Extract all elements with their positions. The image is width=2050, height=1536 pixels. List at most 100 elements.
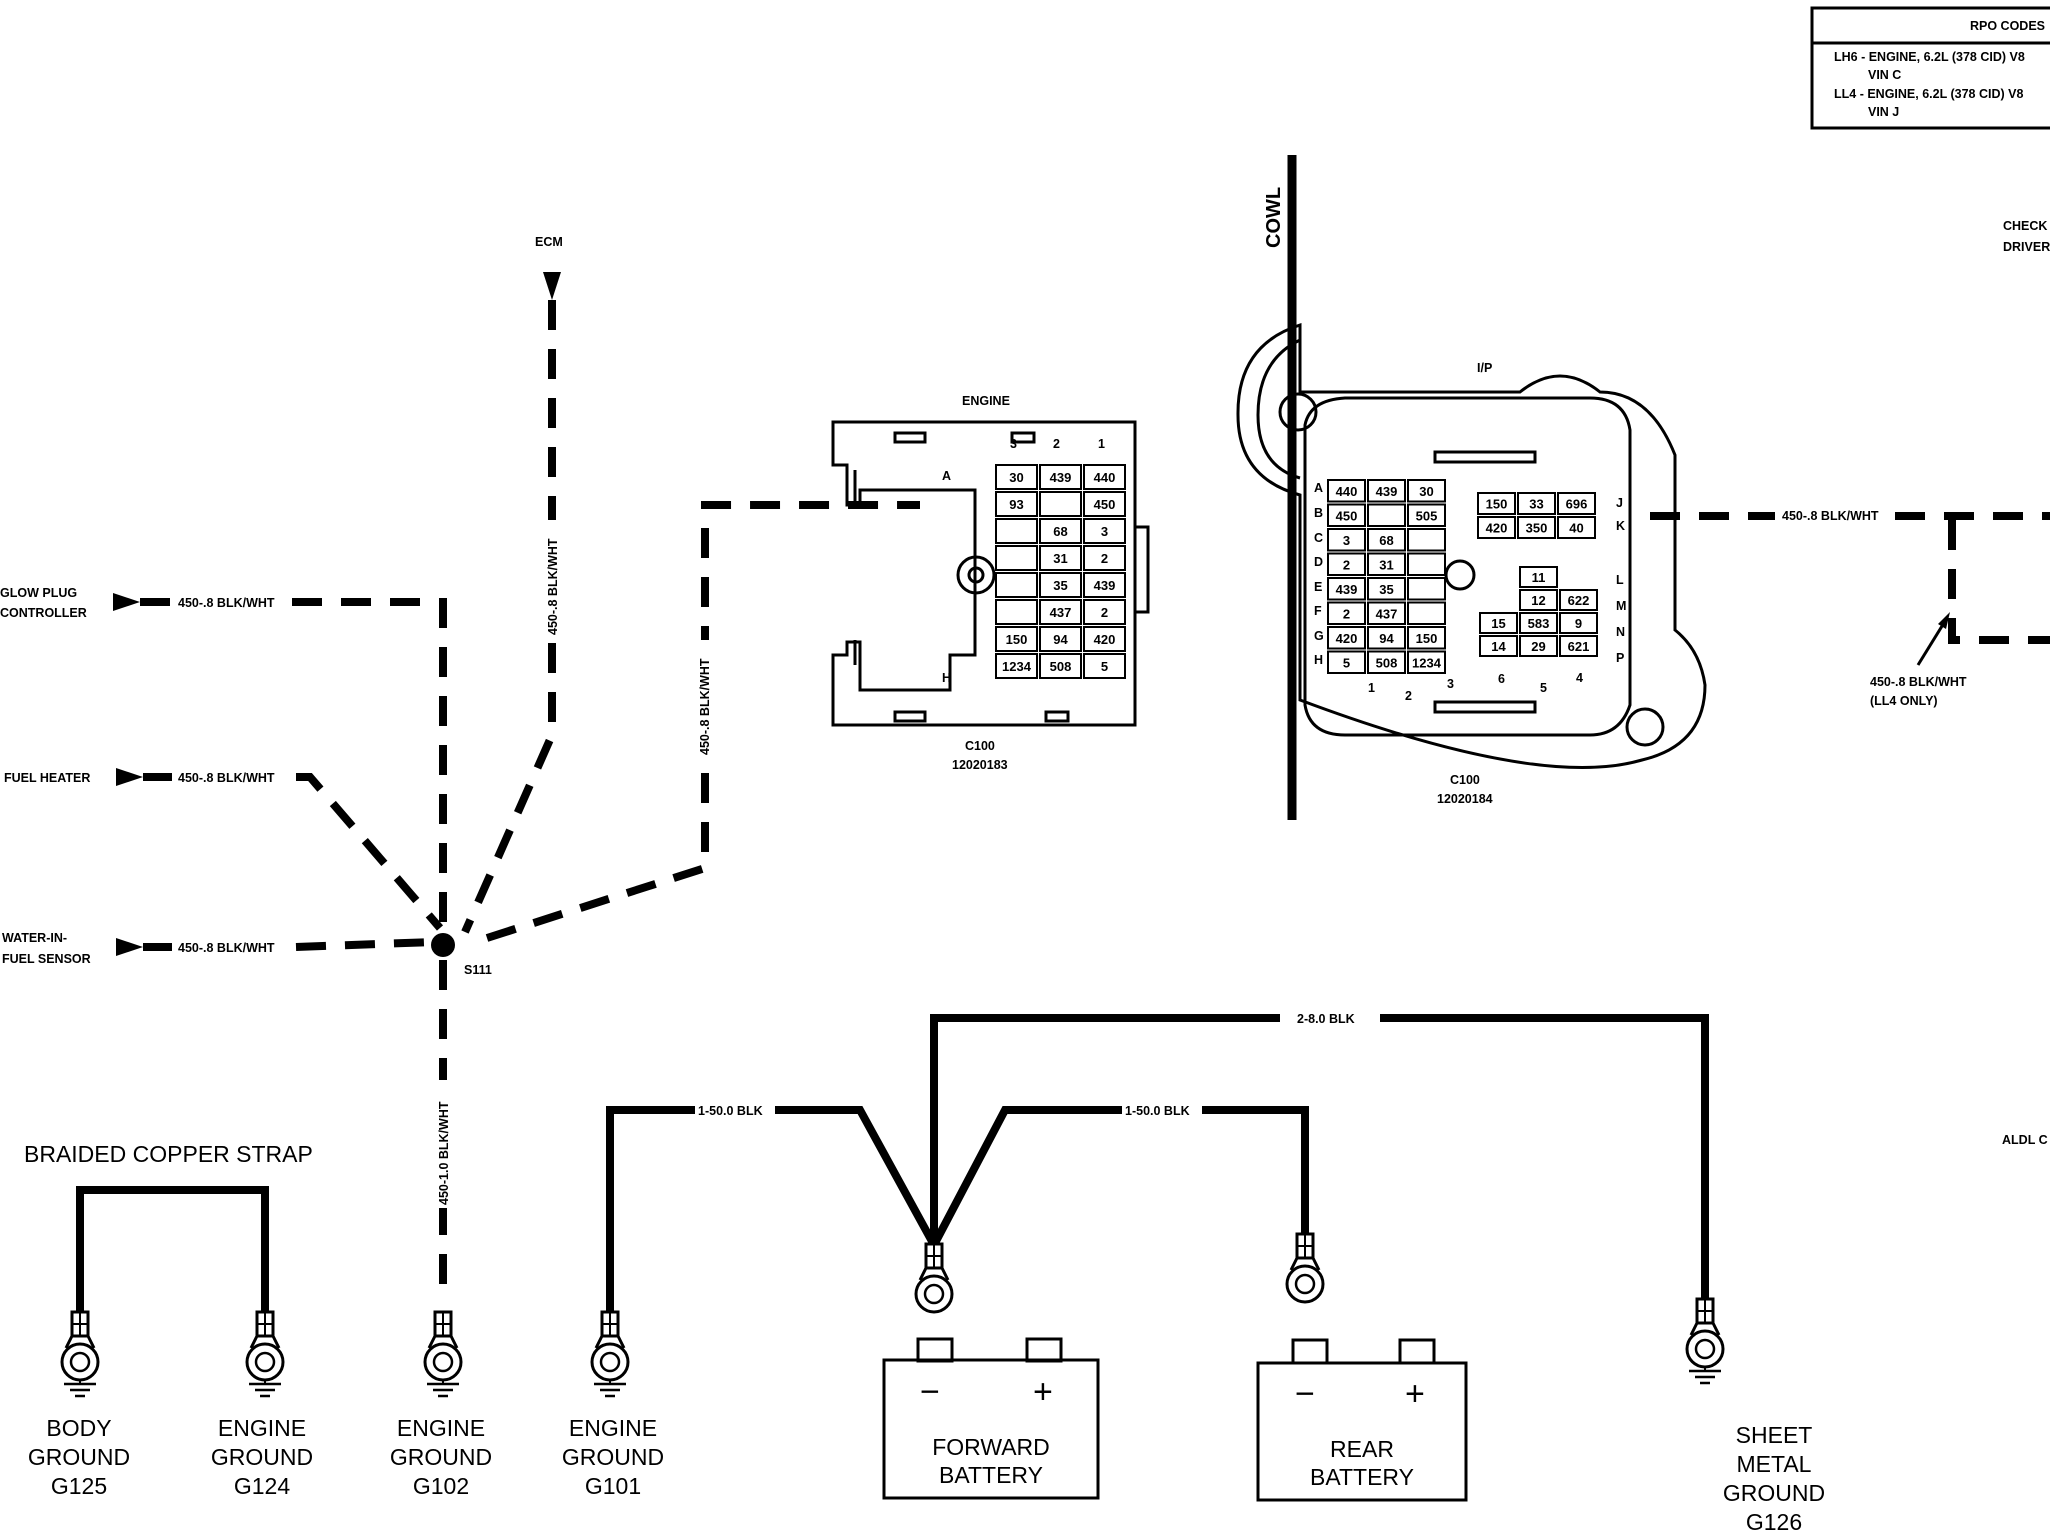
forward-plus-icon: + <box>1033 1373 1053 1411</box>
ip-cavity <box>1327 552 1366 576</box>
ip-cavity-label: 14 <box>1491 639 1506 654</box>
rpo-row2-line1: LL4 - ENGINE, 6.2L (378 CID) V8 <box>1834 87 2023 101</box>
ip-cavity <box>1519 635 1558 657</box>
ip-col-label: 2 <box>1405 689 1412 703</box>
ip-cavity-label: 33 <box>1529 497 1543 512</box>
ip-cavity-label: 583 <box>1528 616 1550 631</box>
ip-cavity-label: 3 <box>1343 533 1350 548</box>
ip-cavity-label: 29 <box>1531 639 1545 654</box>
wire-label-water: 450-.8 BLK/WHT <box>178 941 275 955</box>
aldl-label: ALDL C <box>2002 1133 2048 1147</box>
ip-cavity-label: 437 <box>1376 606 1398 621</box>
ip-row-label: F <box>1314 604 1322 618</box>
wire-label-ecm: 450-.8 BLK/WHT <box>546 538 560 635</box>
ip-cavity <box>1559 612 1598 634</box>
engine-col-2: 2 <box>1053 437 1060 451</box>
ip-connector-title: I/P <box>1477 361 1492 375</box>
engine-cavity-label: 2 <box>1101 551 1108 566</box>
ip-col-label: 1 <box>1368 681 1375 695</box>
engine-cavity <box>995 599 1038 625</box>
ip-cavity <box>1327 650 1366 674</box>
ip-cavity-label: 68 <box>1379 533 1393 548</box>
ip-cavity <box>1327 626 1366 650</box>
engine-cavity <box>1083 545 1126 571</box>
ground-terminal-icon <box>60 1310 100 1398</box>
cowl-label: COWL <box>1263 187 1285 248</box>
ground-g125-line2: GROUND <box>28 1444 130 1470</box>
wire-label-c100: 450-.8 BLK/WHT <box>698 658 712 755</box>
cable-label-mid: 1-50.0 BLK <box>1125 1104 1190 1118</box>
check-label-1: CHECK <box>2003 219 2047 233</box>
rpo-row2-line2: VIN J <box>1868 105 1899 119</box>
forward-battery-label-1: FORWARD <box>932 1434 1050 1460</box>
ip-cavity <box>1327 601 1366 625</box>
ip-cavity <box>1519 566 1558 588</box>
engine-connector-part: 12020183 <box>952 758 1008 772</box>
engine-cavity <box>1039 464 1082 490</box>
splice-s111-dot <box>431 933 455 957</box>
ip-cavity-label: 2 <box>1343 606 1350 621</box>
engine-cavity <box>995 518 1038 544</box>
ll4-label-1: 450-.8 BLK/WHT <box>1870 675 1967 689</box>
engine-col-1: 1 <box>1098 437 1105 451</box>
rpo-title: RPO CODES <box>1970 19 2045 33</box>
ip-cavity-label: 40 <box>1569 521 1583 536</box>
cable-label-left: 1-50.0 BLK <box>698 1104 763 1118</box>
engine-cavity <box>1039 518 1082 544</box>
ip-cavity-label: 621 <box>1568 639 1590 654</box>
ip-cavity-label: 150 <box>1486 497 1508 512</box>
engine-cavity-label: 420 <box>1094 632 1116 647</box>
ip-row-label: G <box>1314 629 1324 643</box>
splice-wires <box>140 300 2050 1300</box>
engine-cavity-label: 3 <box>1101 524 1108 539</box>
ground-g125-line1: BODY <box>46 1415 111 1441</box>
ip-cavity-label: 439 <box>1336 582 1358 597</box>
ip-cavity <box>1367 577 1406 601</box>
ip-cavity <box>1407 601 1446 625</box>
ground-terminal-icon <box>245 1310 285 1398</box>
ground-g124-line1: ENGINE <box>218 1415 306 1441</box>
engine-cavity-label: 508 <box>1050 659 1072 674</box>
ip-cavity-label: 9 <box>1575 616 1582 631</box>
ip-row-label: L <box>1616 573 1624 587</box>
engine-cavity <box>1083 626 1126 652</box>
rear-battery-label-1: REAR <box>1330 1436 1394 1462</box>
ground-terminal-icon <box>590 1310 630 1398</box>
battery-cables <box>76 1014 1709 1318</box>
engine-cavity-label: 30 <box>1009 470 1023 485</box>
engine-cavity <box>1083 599 1126 625</box>
ip-col-label: 6 <box>1498 672 1505 686</box>
ecm-label: ECM <box>535 235 563 249</box>
ip-cavity <box>1407 626 1446 650</box>
ip-cavity <box>1557 516 1596 539</box>
engine-connector-name: C100 <box>965 739 995 753</box>
cable-label-top: 2-8.0 BLK <box>1297 1012 1355 1026</box>
ip-row-label: J <box>1616 496 1623 510</box>
engine-cavity <box>1039 572 1082 598</box>
water-fuel-label-1: WATER-IN- <box>2 931 67 945</box>
ip-cavity <box>1519 589 1558 611</box>
ground-g101-line3: G101 <box>585 1473 641 1499</box>
ip-cavity-label: 1234 <box>1412 655 1442 670</box>
ip-cavity <box>1367 479 1406 503</box>
ip-cavity-label: 440 <box>1336 484 1358 499</box>
ip-row-label: B <box>1314 506 1323 520</box>
ip-cavity-label: 439 <box>1376 484 1398 499</box>
ip-row-label: K <box>1616 519 1625 533</box>
rear-minus-icon: − <box>1295 1375 1315 1413</box>
ground-g102-line3: G102 <box>413 1473 469 1499</box>
engine-cavity-label: 94 <box>1053 632 1068 647</box>
ip-cavity <box>1327 479 1366 503</box>
ip-connector-name: C100 <box>1450 773 1480 787</box>
rear-battery-label-2: BATTERY <box>1310 1464 1414 1490</box>
ip-col-label: 4 <box>1576 671 1583 685</box>
ip-cavity <box>1327 503 1366 527</box>
engine-cavity <box>1039 626 1082 652</box>
ip-cavity-label: 622 <box>1568 593 1590 608</box>
wire-label-ground: 450-1.0 BLK/WHT <box>437 1101 451 1205</box>
engine-cavity-label: 35 <box>1053 578 1067 593</box>
engine-cavity-label: 5 <box>1101 659 1108 674</box>
ip-cavity-label: 11 <box>1532 570 1546 585</box>
ground-terminal-icon <box>1685 1297 1725 1385</box>
splice-label: S111 <box>464 963 492 977</box>
